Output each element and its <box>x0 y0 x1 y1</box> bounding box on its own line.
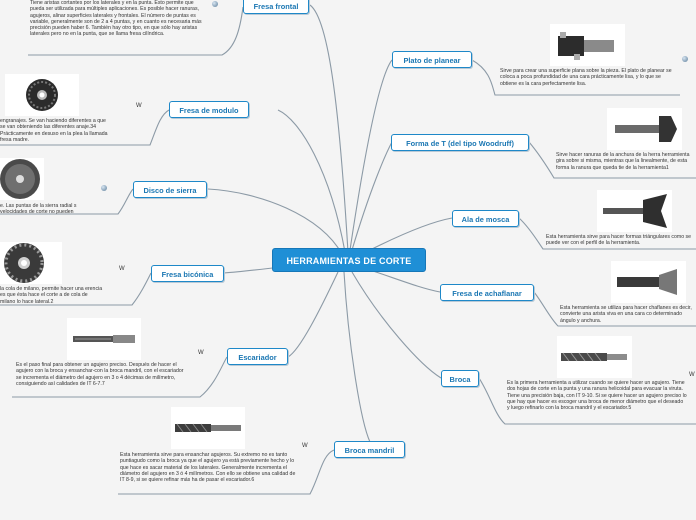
ala-de-mosca-photo[interactable] <box>597 190 672 232</box>
pin-icon[interactable] <box>212 1 218 7</box>
central-topic[interactable]: HERRAMIENTAS DE CORTE <box>272 248 426 272</box>
disco-de-sierra-photo[interactable] <box>0 158 44 200</box>
desc-fresa-de-modulo: engranajes. Se van haciendo diferentes a… <box>0 118 108 143</box>
desc-escariador: Es el paso final para obtener un agujero… <box>16 362 184 387</box>
node-fresa-biconica[interactable]: Fresa bicónica <box>151 265 224 282</box>
fresa-biconica-photo[interactable] <box>0 242 62 284</box>
node-fresa-frontal[interactable]: Fresa frontal <box>243 0 309 14</box>
desc-fresa-de-achaflanar: Esta herramienta se utiliza para hacer c… <box>560 305 692 324</box>
desc-ala-de-mosca: Esta herramienta sirve para hacer formas… <box>546 234 692 247</box>
node-plato-de-planear[interactable]: Plato de planear <box>392 51 472 68</box>
broca-mandril-photo[interactable] <box>171 407 245 449</box>
fresa-de-modulo-photo[interactable] <box>5 74 79 116</box>
word-doc-icon[interactable]: W <box>136 103 142 109</box>
desc-broca: Es la primera herramienta a utilizar cua… <box>507 380 687 412</box>
fresa-de-achaflanar-photo[interactable] <box>611 261 686 303</box>
broca-photo[interactable] <box>557 336 632 378</box>
desc-forma-de-t: Sirve hacer ranuras de la anchura de la … <box>556 152 690 171</box>
node-disco-de-sierra[interactable]: Disco de sierra <box>133 181 207 198</box>
desc-disco-de-sierra: e. Las puntas de la sierra radial s velo… <box>0 203 77 216</box>
word-doc-icon[interactable]: W <box>302 443 308 449</box>
node-ala-de-mosca[interactable]: Ala de mosca <box>452 210 519 227</box>
node-fresa-de-achaflanar[interactable]: Fresa de achaflanar <box>440 284 534 301</box>
node-escariador[interactable]: Escariador <box>227 348 288 365</box>
desc-broca-mandril: Esta herramienta sirve para ensanchar ag… <box>120 452 296 484</box>
node-forma-de-t[interactable]: Forma de T (del tipo Woodruff) <box>391 134 529 151</box>
node-fresa-de-modulo[interactable]: Fresa de modulo <box>169 101 249 118</box>
escariador-photo[interactable] <box>67 318 141 360</box>
node-broca-mandril[interactable]: Broca mandril <box>334 441 405 458</box>
node-broca[interactable]: Broca <box>441 370 479 387</box>
pin-icon[interactable] <box>682 56 688 62</box>
pin-icon[interactable] <box>101 185 107 191</box>
plato-de-planear-photo[interactable] <box>550 24 625 66</box>
desc-fresa-frontal: Tiene aristas cortantes por los laterale… <box>30 0 202 38</box>
desc-plato-de-planear: Sirve para crear una superficie plana so… <box>500 68 672 87</box>
desc-fresa-biconica: la cola de milano, permite hacer una ere… <box>0 286 103 305</box>
forma-de-t-photo[interactable] <box>607 108 682 150</box>
word-doc-icon[interactable]: W <box>198 350 204 356</box>
word-doc-icon[interactable]: W <box>119 266 125 272</box>
word-doc-icon[interactable]: W <box>689 372 695 378</box>
